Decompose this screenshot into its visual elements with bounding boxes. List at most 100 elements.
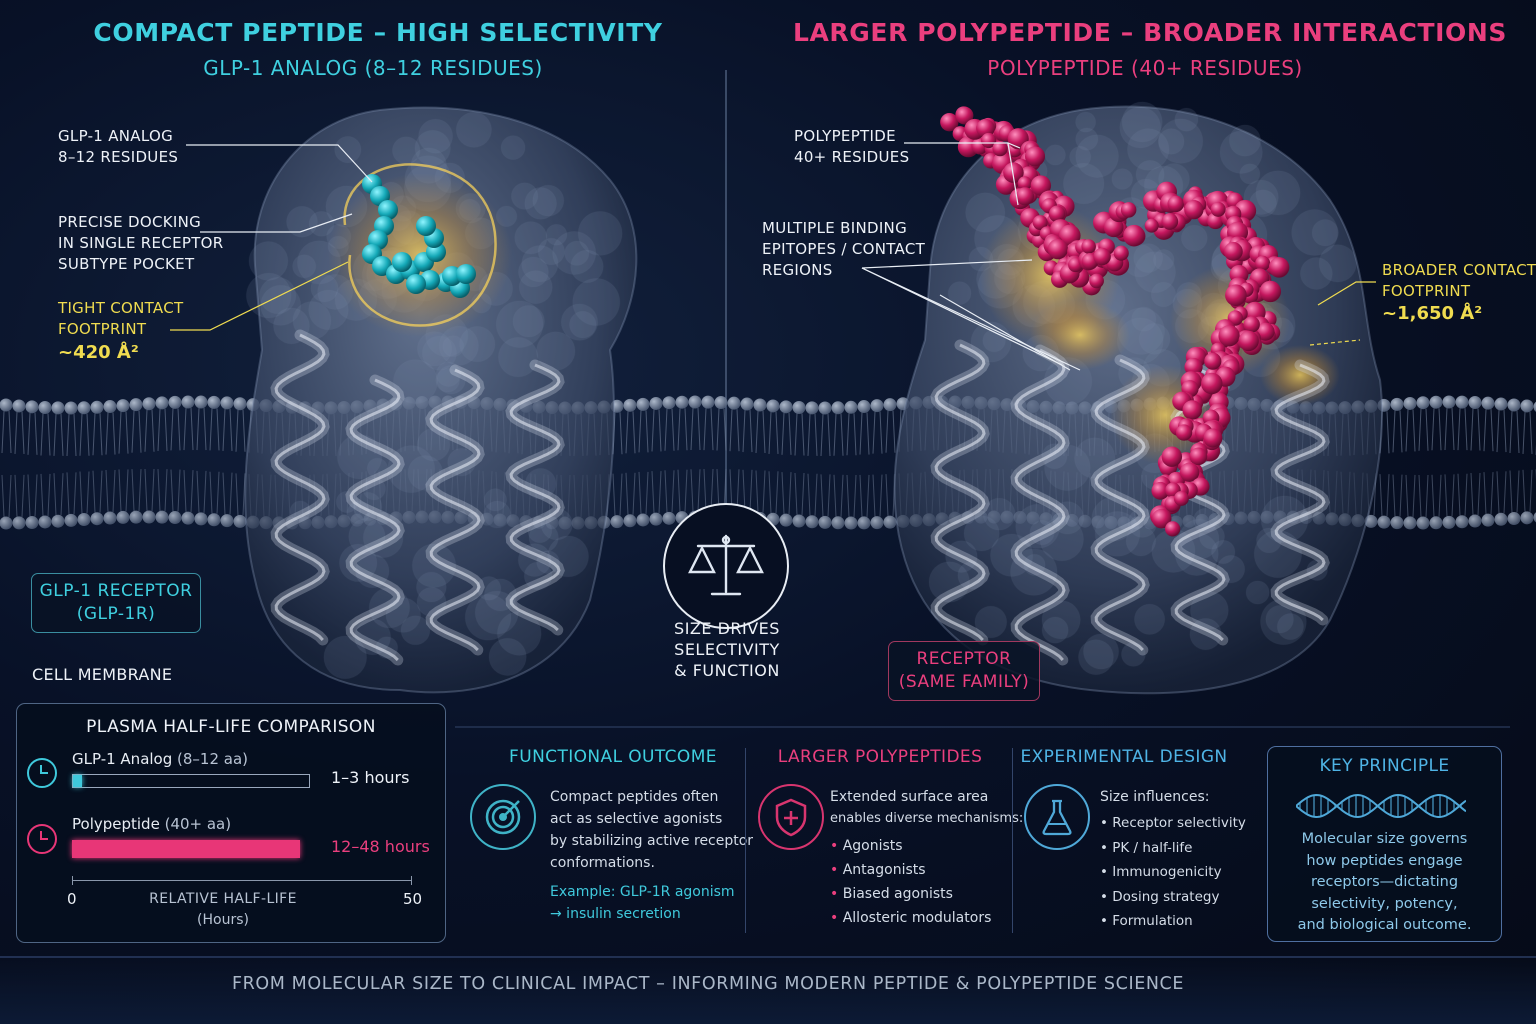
key-principle-text: Molecular size governs how peptides enga…	[1268, 829, 1501, 937]
axis-unit: (Hours)	[197, 912, 249, 928]
right-subtitle: POLYPEPTIDE (40+ RESIDUES)	[987, 56, 1303, 80]
list-item: • Antagonists	[830, 862, 926, 878]
list-item: • Allosteric modulators	[830, 910, 992, 926]
row-detail: (40+ aa)	[164, 815, 232, 833]
larger-polypeptides-text: Extended surface area enables diverse me…	[830, 786, 1023, 830]
clock-icon	[27, 758, 57, 788]
right-pointer-lines	[861, 142, 1081, 371]
text-line: act as selective agonists	[550, 811, 723, 827]
axis-tick	[72, 876, 73, 885]
half-life-bar-1-track	[72, 774, 310, 788]
larger-polypeptides-list: • Agonists • Antagonists • Biased agonis…	[830, 834, 991, 930]
label-polypeptide: POLYPEPTIDE 40+ RESIDUES	[794, 126, 909, 168]
right-title: LARGER POLYPEPTIDE – BROADER INTERACTION…	[792, 18, 1508, 47]
list-item: • Receptor selectivity	[1100, 815, 1246, 831]
list-item-text: Receptor selectivity	[1112, 815, 1246, 831]
text-line: receptors—dictating	[1310, 874, 1459, 890]
half-life-bar-2	[72, 840, 301, 858]
half-life-title: PLASMA HALF-LIFE COMPARISON	[86, 717, 376, 737]
row-name: GLP-1 Analog	[72, 750, 173, 768]
half-life-row-1-value: 1–3 hours	[331, 768, 410, 787]
label-line: IN SINGLE RECEPTOR	[58, 234, 224, 252]
left-pointer-lines	[186, 144, 373, 233]
list-item-text: Formulation	[1112, 913, 1193, 929]
label-line: BROADER CONTACT	[1382, 261, 1536, 279]
label-line: RECEPTOR	[916, 649, 1012, 669]
caption-line: SELECTIVITY	[674, 640, 780, 659]
text-line: → insulin secretion	[550, 906, 681, 922]
label-tight-contact: TIGHT CONTACT FOOTPRINT	[58, 298, 183, 340]
axis-min-label: 0	[67, 890, 77, 908]
label-line: 40+ RESIDUES	[794, 148, 910, 166]
label-glp1-analog: GLP-1 ANALOG 8–12 RESIDUES	[58, 126, 178, 168]
flask-icon	[1024, 784, 1090, 850]
larger-polypeptides-title: LARGER POLYPEPTIDES	[777, 747, 983, 767]
list-item: • PK / half-life	[1100, 839, 1193, 856]
half-life-axis	[72, 880, 412, 881]
target-icon	[470, 784, 536, 850]
glp1-receptor-model	[244, 106, 638, 694]
half-life-panel: PLASMA HALF-LIFE COMPARISON GLP-1 Analog…	[16, 703, 446, 943]
list-item: • Biased agonists	[830, 886, 953, 902]
functional-outcome-title: FUNCTIONAL OUTCOME	[509, 747, 717, 767]
text-line: by stabilizing active receptor	[550, 833, 754, 849]
column-divider	[745, 748, 746, 933]
left-title: COMPACT PEPTIDE – HIGH SELECTIVITY	[93, 18, 663, 47]
label-line: REGIONS	[762, 261, 833, 279]
receptor-same-family-box: RECEPTOR (SAME FAMILY)	[888, 641, 1040, 701]
list-item: • Dosing strategy	[1100, 888, 1220, 905]
functional-outcome-example: Example: GLP-1R agonism → insulin secret…	[550, 881, 735, 925]
label-line: FOOTPRINT	[58, 320, 147, 338]
list-item: • Agonists	[830, 838, 903, 854]
size-drives-caption: SIZE DRIVES SELECTIVITY & FUNCTION	[646, 618, 808, 681]
label-line: MULTIPLE BINDING	[762, 219, 907, 237]
row-detail: (8–12 aa)	[177, 750, 249, 768]
broader-contact-value: ~1,650 Å²	[1382, 303, 1483, 324]
list-item-text: Agonists	[842, 838, 903, 854]
text-line: enables diverse mechanisms:	[830, 811, 1024, 826]
functional-outcome-text: Compact peptides often act as selective …	[550, 786, 753, 874]
row-name: Polypeptide	[72, 815, 160, 833]
caption-line: SIZE DRIVES	[674, 619, 780, 638]
label-line: FOOTPRINT	[1382, 282, 1471, 300]
text-line: how peptides engage	[1306, 852, 1463, 869]
text-line: Example: GLP-1R agonism	[550, 884, 735, 900]
half-life-row-2-value: 12–48 hours	[331, 837, 430, 856]
axis-label: RELATIVE HALF-LIFE	[149, 891, 297, 907]
experimental-design-title: EXPERIMENTAL DESIGN	[1020, 747, 1228, 767]
half-life-bar-1	[73, 775, 83, 787]
text-line: Compact peptides often	[550, 789, 719, 805]
experimental-design-list: • Receptor selectivity • PK / half-life …	[1100, 811, 1246, 934]
list-item: • Formulation	[1100, 913, 1193, 929]
half-life-row-1-label: GLP-1 Analog (8–12 aa)	[72, 750, 248, 768]
clock-icon	[27, 824, 57, 854]
footer-caption: FROM MOLECULAR SIZE TO CLINICAL IMPACT –…	[231, 974, 1185, 994]
label-broader-contact: BROADER CONTACT FOOTPRINT	[1382, 260, 1536, 302]
glp1-receptor-box: GLP-1 RECEPTOR (GLP-1R)	[31, 573, 201, 633]
text-line: Molecular size governs	[1301, 831, 1468, 847]
experimental-design-text: Size influences:	[1100, 789, 1210, 805]
balance-scale-icon	[663, 503, 789, 629]
label-line: (GLP-1R)	[76, 604, 156, 624]
label-line: PRECISE DOCKING	[58, 213, 202, 231]
label-line: GLP-1 RECEPTOR	[39, 581, 193, 601]
label-line: EPITOPES / CONTACT	[762, 240, 926, 258]
list-item-text: Biased agonists	[842, 886, 953, 902]
label-multiple-binding: MULTIPLE BINDING EPITOPES / CONTACT REGI…	[762, 218, 925, 281]
list-item-text: Immunogenicity	[1112, 864, 1222, 880]
half-life-bar-2-track	[72, 840, 310, 858]
shield-plus-icon	[758, 784, 824, 850]
label-line: (SAME FAMILY)	[898, 672, 1030, 692]
key-principle-title: KEY PRINCIPLE	[1319, 756, 1450, 776]
target-icon-glyph	[485, 799, 521, 835]
list-item-text: Antagonists	[842, 862, 926, 878]
label-line: POLYPEPTIDE	[794, 127, 896, 145]
list-item-text: PK / half-life	[1112, 839, 1193, 856]
text-line: Extended surface area	[830, 789, 989, 805]
list-item-text: Dosing strategy	[1112, 888, 1220, 905]
label-precise-docking: PRECISE DOCKING IN SINGLE RECEPTOR SUBTY…	[58, 212, 224, 275]
polypeptide-receptor-model	[893, 101, 1383, 695]
label-line: SUBTYPE POCKET	[58, 255, 195, 273]
